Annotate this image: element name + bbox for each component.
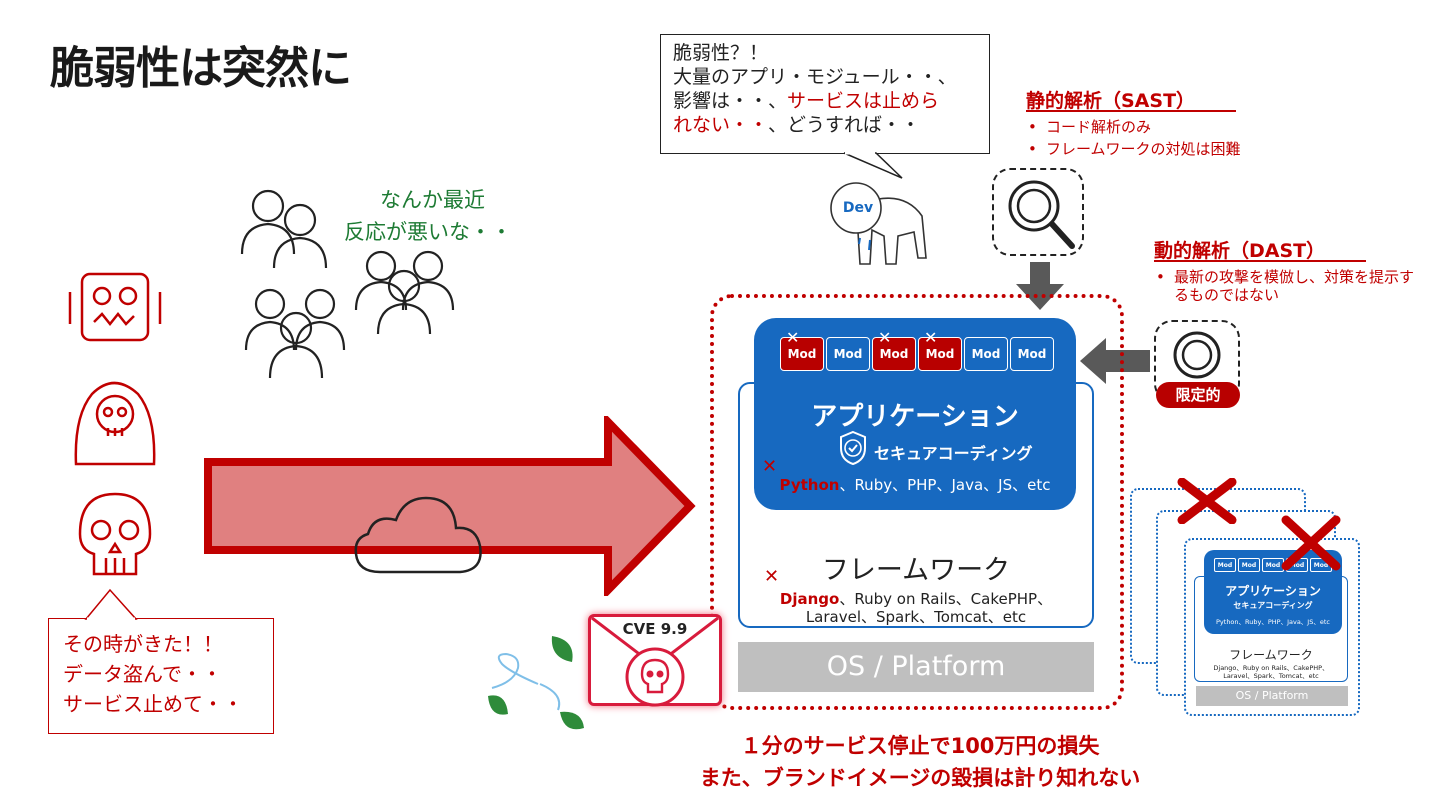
- module: Mod: [826, 337, 870, 371]
- mini-langs: Python、Ruby、PHP、Java、JS、etc: [1216, 618, 1330, 626]
- module-vulnerable: Mod: [918, 337, 962, 371]
- cve-skull-icon: [625, 647, 685, 707]
- mini-fw-title: フレームワーク: [1229, 648, 1313, 662]
- wind-leaves-icon: [488, 636, 584, 730]
- framework-vuln-x-icon: ✕: [764, 566, 780, 587]
- dast-title-underline: [1154, 260, 1366, 262]
- language-rest: 、Ruby、PHP、Java、JS、etc: [839, 476, 1051, 494]
- dast-title: 動的解析（DAST）: [1154, 240, 1326, 262]
- replica-x-icon: [1177, 478, 1237, 524]
- framework-rest: 、Ruby on Rails、CakePHP、: [839, 590, 1053, 608]
- sast-title: 静的解析（SAST）: [1026, 90, 1196, 112]
- skull-attacker-icon: [78, 492, 152, 576]
- sast-title-underline: [1026, 110, 1236, 112]
- sast-list: コード解析のみ フレームワークの対処は困難: [1026, 116, 1241, 160]
- magnifier-icon: [1008, 180, 1075, 249]
- mini-fw2: Laravel、Spark、Tomcat、etc: [1223, 672, 1319, 680]
- secure-coding-label: セキュアコーディング: [874, 444, 1033, 463]
- attacker-speech-bubble: その時がきた！！ データ盗んで・・ サービス止めて・・: [48, 618, 274, 734]
- users-comment-line1: なんか最近: [380, 188, 485, 212]
- language-vulnerable: Python: [779, 476, 840, 494]
- users-comment-line2: 反応が悪いな・・: [344, 220, 512, 244]
- hooded-skull-icon: [74, 381, 156, 466]
- shield-check-icon: [840, 430, 866, 466]
- language-line: Python、Ruby、PHP、Java、JS、etc: [754, 474, 1076, 495]
- lens-icon: [1173, 331, 1221, 379]
- module: Mod: [964, 337, 1008, 371]
- bottom-message-line1: １分のサービス停止で100万円の損失: [740, 734, 1100, 758]
- dev-figure-icon: [830, 182, 927, 265]
- module: Mod: [1010, 337, 1054, 371]
- attacker-line2: データ盗んで・・: [63, 662, 222, 686]
- dev-label: Dev: [842, 200, 874, 216]
- dev-bubble-line3b: サービスは止めら: [787, 90, 940, 112]
- module-vulnerable: Mod: [780, 337, 824, 371]
- dast-list: 最新の攻撃を模倣し、対策を提示するものではない: [1154, 268, 1424, 304]
- dev-bubble-line1: 脆弱性？！: [673, 42, 769, 64]
- dev-bubble-line4a: れない・・: [673, 114, 769, 136]
- dev-bubble-line3a: 影響は・・、: [673, 90, 788, 112]
- module-x-icon: ✕: [924, 328, 938, 347]
- sast-item: コード解析のみ: [1026, 116, 1241, 138]
- language-vuln-x-icon: ✕: [762, 456, 778, 477]
- dast-item: 最新の攻撃を模倣し、対策を提示するものではない: [1154, 268, 1424, 304]
- dev-bubble-line2: 大量のアプリ・モジュール・・、: [673, 66, 957, 88]
- mini-fw1: Django、Ruby on Rails、CakePHP、: [1213, 664, 1329, 672]
- limited-badge: 限定的: [1156, 382, 1240, 408]
- sast-tool-box: [992, 168, 1084, 256]
- module-x-icon: ✕: [786, 328, 800, 347]
- module-vulnerable: Mod: [872, 337, 916, 371]
- page-title: 脆弱性は突然に: [50, 43, 352, 94]
- replica-x-icon: [1281, 515, 1341, 571]
- dast-left-arrow: [1080, 338, 1150, 384]
- cloud-icon: [354, 496, 482, 574]
- mini-module: Mod: [1214, 558, 1236, 572]
- framework-title: フレームワーク: [821, 555, 1011, 586]
- dev-bubble-tail: [843, 151, 903, 179]
- cve-label: CVE 9.9: [622, 620, 688, 638]
- sast-item: フレームワークの対処は困難: [1026, 138, 1241, 160]
- os-platform-bar: OS / Platform: [738, 642, 1094, 692]
- framework-vulnerable: Django: [779, 590, 840, 608]
- dev-bubble-line4b: 、どうすれば・・: [768, 114, 921, 136]
- framework-line2: Laravel、Spark、Tomcat、etc: [805, 608, 1027, 626]
- system-boundary: [710, 294, 1124, 710]
- framework-line1: Django、Ruby on Rails、CakePHP、: [738, 588, 1094, 609]
- mini-os-bar: OS / Platform: [1196, 686, 1348, 706]
- mini-module: Mod: [1238, 558, 1260, 572]
- robot-attacker-icon: [68, 272, 162, 342]
- users-group-icon: [240, 189, 455, 379]
- application-title: アプリケーション: [811, 402, 1019, 432]
- bottom-message-line2: また、ブランドイメージの毀損は計り知れない: [699, 766, 1141, 790]
- attacker-line3: サービス止めて・・: [63, 692, 243, 716]
- attacker-line1: その時がきた！！: [63, 632, 223, 656]
- mini-app-title: アプリケーション: [1225, 584, 1321, 598]
- dev-speech-bubble: 脆弱性？！ 大量のアプリ・モジュール・・、 影響は・・、サービスは止めら れない…: [660, 34, 990, 154]
- mini-secure: セキュアコーディング: [1233, 601, 1313, 610]
- module-x-icon: ✕: [878, 328, 892, 347]
- attacker-bubble-tail: [84, 588, 138, 620]
